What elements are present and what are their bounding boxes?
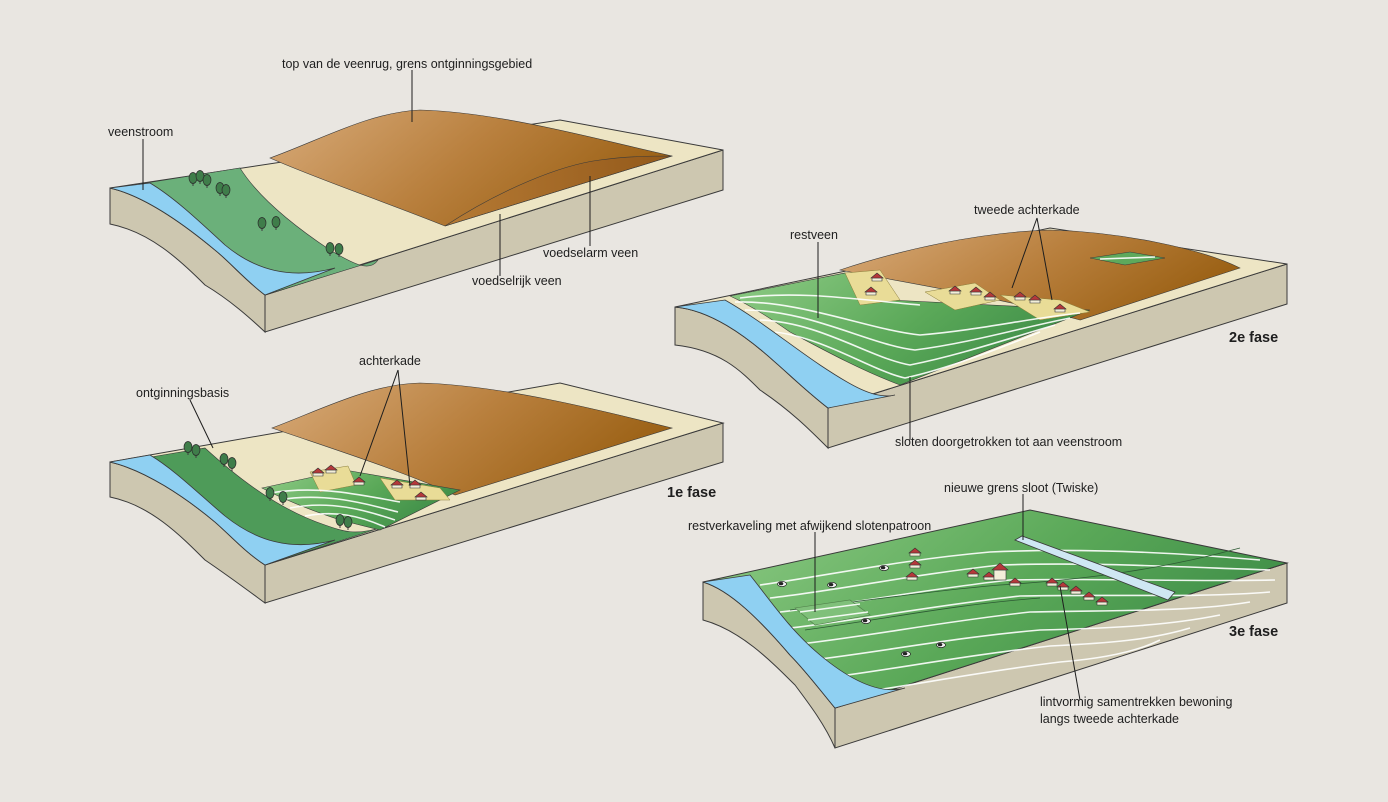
label-achterkade: achterkade	[359, 354, 421, 368]
label-lintvormig: lintvormig samentrekken bewoning	[1040, 695, 1233, 709]
church-icon	[991, 562, 1009, 581]
label-langs-tweede-achterkade: langs tweede achterkade	[1040, 712, 1179, 726]
phase-label-3: 3e fase	[1229, 624, 1278, 640]
block-fase-1	[109, 382, 725, 604]
label-restveen: restveen	[790, 228, 838, 242]
label-restverkaveling: restverkaveling met afwijkend slotenpatr…	[688, 519, 931, 533]
phase-label-2: 2e fase	[1229, 330, 1278, 346]
block-fase-3	[701, 509, 1289, 749]
label-nieuwe-grens-sloot: nieuwe grens sloot (Twiske)	[944, 481, 1098, 495]
labels: veenstroom top van de veenrug, grens ont…	[108, 57, 1278, 726]
label-voedselarm-veen: voedselarm veen	[543, 246, 638, 260]
block-veenrug	[109, 109, 724, 334]
label-voedselrijk-veen: voedselrijk veen	[472, 274, 562, 288]
phase-label-1: 1e fase	[667, 485, 716, 501]
label-veenstroom: veenstroom	[108, 125, 173, 139]
label-tweede-achterkade: tweede achterkade	[974, 203, 1080, 217]
label-top-veenrug: top van de veenrug, grens ontginningsgeb…	[282, 57, 532, 71]
block-fase-2	[674, 227, 1288, 450]
label-ontginningsbasis: ontginningsbasis	[136, 386, 229, 400]
leader-lines	[142, 70, 1081, 701]
label-sloten-doorgetrokken: sloten doorgetrokken tot aan veenstroom	[895, 435, 1122, 449]
